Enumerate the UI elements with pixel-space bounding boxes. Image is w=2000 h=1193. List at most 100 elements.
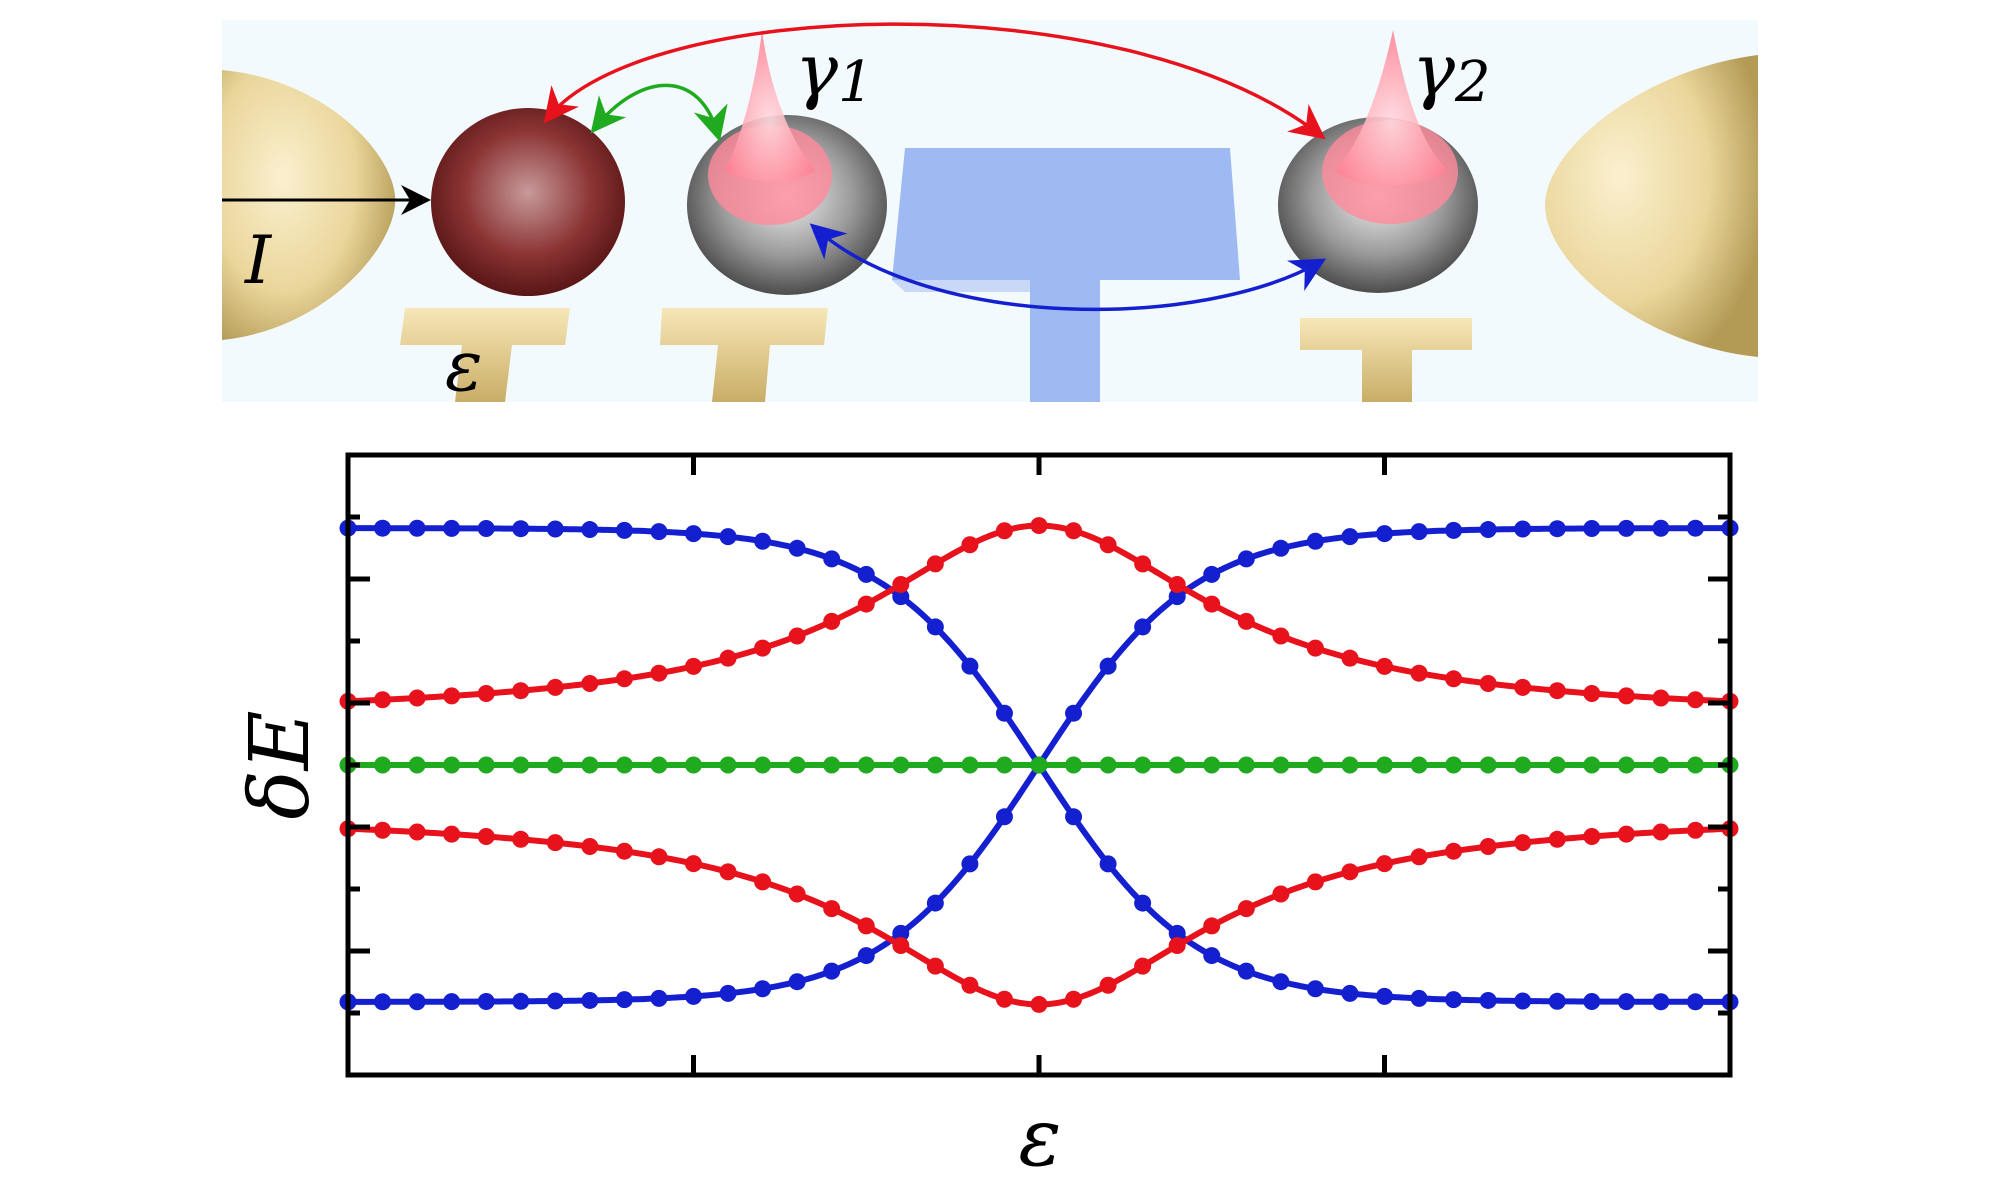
data-point-red-upper <box>1686 691 1704 709</box>
data-point-red-upper <box>892 576 910 594</box>
data-point-blue-upper-left-crossing <box>995 704 1013 722</box>
data-point-blue-lower-left-crossing <box>1548 520 1566 538</box>
data-point-green-flat <box>857 756 875 774</box>
data-point-red-upper <box>1168 576 1186 594</box>
data-point-blue-upper-left-crossing <box>926 618 944 636</box>
data-point-green-flat <box>961 756 979 774</box>
y-axis-label: δE <box>233 710 328 819</box>
data-point-blue-lower-left-crossing <box>1168 588 1186 606</box>
data-point-red-upper <box>926 555 944 573</box>
data-point-green-flat <box>1583 756 1601 774</box>
data-point-red-lower <box>754 873 772 891</box>
data-point-green-flat <box>408 756 426 774</box>
coupling-arrow-red <box>543 22 1326 140</box>
data-point-red-lower <box>1030 995 1048 1013</box>
data-point-blue-upper-left-crossing <box>1099 855 1117 873</box>
data-point-blue-lower-left-crossing <box>1065 704 1083 722</box>
data-point-green-flat <box>1272 756 1290 774</box>
data-point-blue-upper-left-crossing <box>1514 992 1532 1010</box>
data-point-red-upper <box>1617 687 1635 705</box>
data-point-red-lower <box>1445 842 1463 860</box>
data-point-green-flat <box>1168 756 1186 774</box>
x-axis-label: ε <box>1019 1091 1062 1184</box>
data-point-blue-lower-left-crossing <box>1410 523 1428 541</box>
data-point-blue-lower-left-crossing <box>1686 519 1704 537</box>
data-point-blue-upper-left-crossing <box>1652 993 1670 1011</box>
data-point-blue-upper-left-crossing <box>650 523 668 541</box>
data-point-red-lower <box>443 825 461 843</box>
label-gamma1-sub: 1 <box>838 50 874 115</box>
data-point-green-flat <box>1514 756 1532 774</box>
data-point-green-flat <box>443 756 461 774</box>
data-point-red-lower <box>1583 828 1601 845</box>
data-point-blue-upper-left-crossing <box>1686 993 1704 1011</box>
data-point-blue-lower-left-crossing <box>719 984 737 1002</box>
data-point-red-lower <box>1410 848 1428 866</box>
plot-panel: δE ε <box>233 452 1739 1184</box>
data-point-red-lower <box>1203 917 1221 935</box>
data-point-blue-upper-left-crossing <box>408 519 426 537</box>
data-point-green-flat <box>892 756 910 774</box>
data-point-blue-upper-left-crossing <box>512 520 530 538</box>
data-point-blue-lower-left-crossing <box>754 980 772 998</box>
data-point-blue-lower-left-crossing <box>546 992 564 1010</box>
data-point-red-lower <box>1376 855 1393 873</box>
coupling-arrow-blue <box>809 223 1327 312</box>
data-point-blue-lower-left-crossing <box>650 989 668 1007</box>
data-point-red-upper <box>1341 649 1359 667</box>
label-gamma2: γ2 <box>1412 28 1491 115</box>
data-point-green-flat <box>1548 756 1566 774</box>
schematic-panel: I ε γ1 γ2 <box>222 20 1758 407</box>
data-point-red-lower <box>892 936 910 954</box>
data-point-blue-upper-left-crossing <box>788 539 806 557</box>
data-point-red-upper <box>1514 678 1532 696</box>
data-point-blue-upper-left-crossing <box>857 565 875 583</box>
data-point-red-lower <box>685 855 702 873</box>
data-point-green-flat <box>1030 756 1048 774</box>
plot-series <box>339 517 1739 1013</box>
data-point-red-upper <box>1548 682 1566 700</box>
data-point-red-lower <box>1065 990 1083 1008</box>
data-point-green-flat <box>1065 756 1083 774</box>
data-point-red-upper <box>1479 674 1497 692</box>
data-point-blue-upper-left-crossing <box>1376 987 1393 1005</box>
data-point-red-lower <box>408 823 426 841</box>
data-point-green-flat <box>477 756 495 774</box>
data-point-red-upper <box>408 689 426 707</box>
data-point-blue-lower-left-crossing <box>1652 519 1670 537</box>
majorana-cone-2 <box>1335 30 1448 185</box>
data-point-blue-upper-left-crossing <box>754 532 772 550</box>
data-point-green-flat <box>1479 756 1497 774</box>
data-point-red-upper <box>1272 627 1290 645</box>
data-point-red-lower <box>615 842 633 860</box>
data-point-blue-lower-left-crossing <box>1134 618 1152 636</box>
data-point-blue-lower-left-crossing <box>408 993 426 1011</box>
data-point-blue-upper-left-crossing <box>685 525 702 543</box>
plot-ticks <box>348 455 1730 1075</box>
data-point-green-flat <box>719 756 737 774</box>
data-point-red-upper <box>995 522 1013 540</box>
data-point-red-upper <box>754 639 772 657</box>
data-point-blue-upper-left-crossing <box>823 550 841 568</box>
data-point-red-lower <box>546 834 564 852</box>
data-point-red-lower <box>1272 885 1290 903</box>
data-point-red-upper <box>1203 595 1221 613</box>
data-point-green-flat <box>926 756 944 774</box>
data-point-blue-lower-left-crossing <box>1237 550 1255 568</box>
data-point-blue-lower-left-crossing <box>1272 539 1290 557</box>
data-point-red-lower <box>926 957 944 975</box>
data-point-red-upper <box>857 595 875 613</box>
series-line-red-upper <box>347 522 1731 705</box>
data-point-green-flat <box>1099 756 1117 774</box>
data-point-red-upper <box>374 691 392 709</box>
data-point-green-flat <box>615 756 633 774</box>
data-point-blue-lower-left-crossing <box>443 993 461 1011</box>
data-point-red-upper <box>1652 689 1670 707</box>
data-point-green-flat <box>1341 756 1359 774</box>
data-point-blue-upper-left-crossing <box>374 519 392 537</box>
label-gamma2-sub: 2 <box>1454 50 1491 115</box>
data-point-green-flat <box>1652 756 1670 774</box>
data-point-blue-upper-left-crossing <box>477 519 495 537</box>
data-point-red-upper <box>1445 670 1463 688</box>
